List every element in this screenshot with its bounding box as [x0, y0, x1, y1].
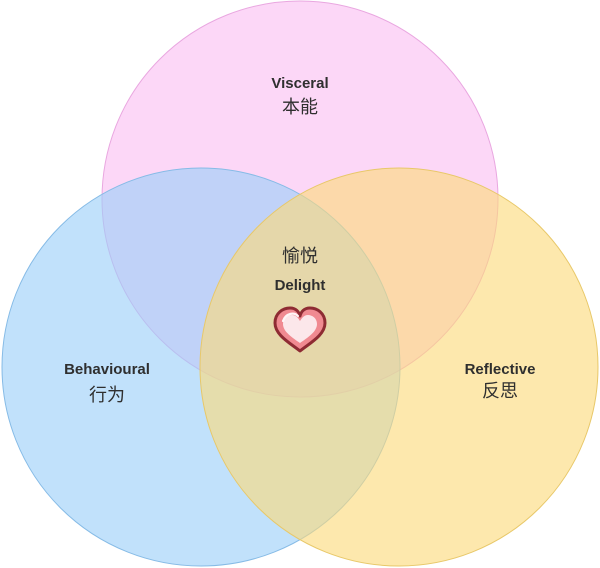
reflective-label-zh: 反思 [482, 381, 518, 402]
heart-icon [273, 306, 327, 353]
visceral-label: Visceral [271, 75, 328, 92]
center-label-zh: 愉悦 [282, 246, 318, 267]
center-label: Delight [275, 277, 326, 294]
behavioural-label-zh: 行为 [89, 385, 125, 406]
reflective-circle [199, 167, 599, 567]
visceral-label-zh: 本能 [282, 97, 318, 118]
behavioural-label: Behavioural [64, 361, 150, 378]
reflective-label: Reflective [465, 361, 536, 378]
